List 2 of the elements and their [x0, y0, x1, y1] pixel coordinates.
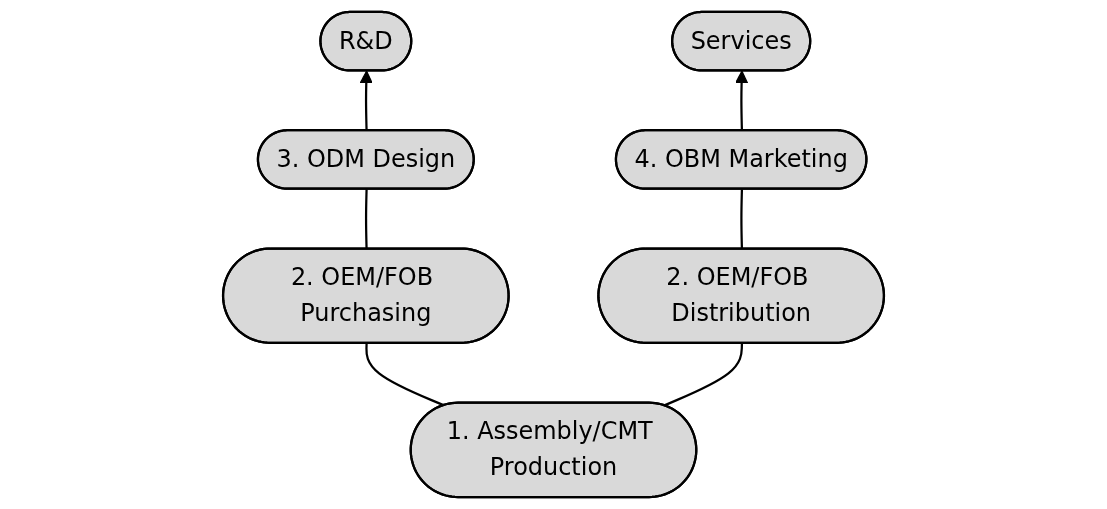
arrow — [359, 70, 373, 131]
connector — [663, 343, 744, 407]
